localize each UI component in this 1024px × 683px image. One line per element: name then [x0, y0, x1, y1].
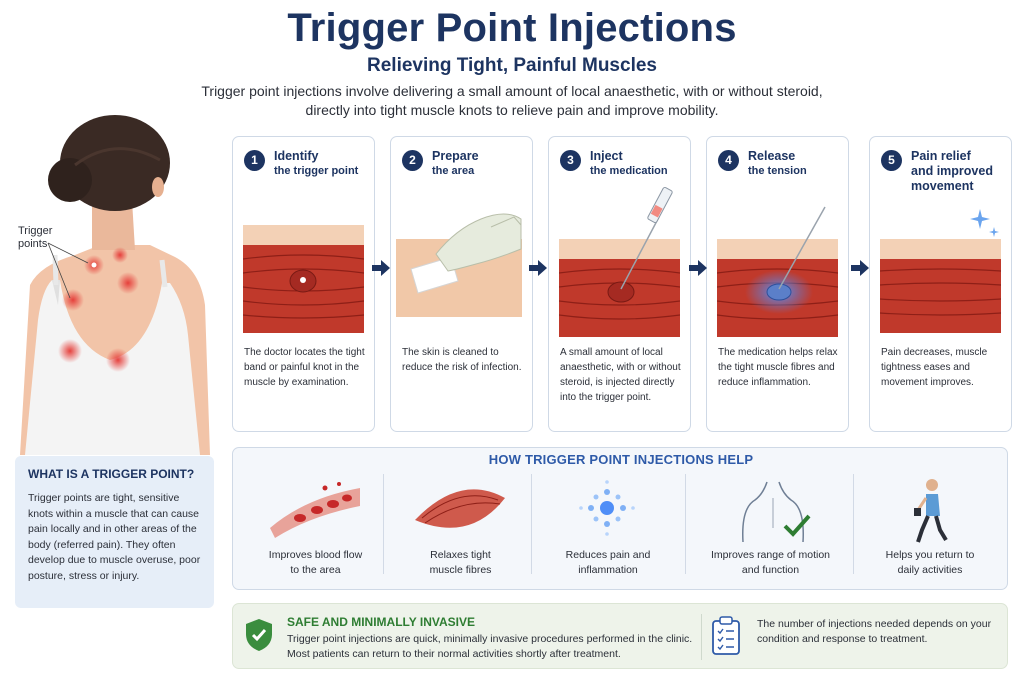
arrow-right-icon — [529, 260, 547, 276]
step-number: 4 — [718, 150, 739, 171]
step-title: Release — [748, 149, 796, 163]
trigger-points-label: Trigger points — [18, 225, 53, 250]
woman-back-figure — [20, 115, 210, 455]
info-text: Trigger points are tight, sensitive knot… — [28, 492, 201, 582]
step-card-1: 1 Identify the trigger point The doctor … — [232, 136, 375, 432]
benefit-range-of-motion: Improves range of motion and function — [688, 470, 853, 588]
safe-text: Trigger point injections are quick, mini… — [287, 633, 693, 660]
step-description: The medication helps relax the tight mus… — [718, 347, 838, 388]
arrow-right-icon — [689, 260, 707, 276]
walking-person-icon — [914, 479, 948, 543]
step-description: The skin is cleaned to reduce the risk o… — [402, 347, 522, 373]
muscle-knot-illustration — [243, 225, 364, 333]
step-title: Prepare — [432, 149, 479, 163]
divider — [383, 474, 384, 574]
step-number: 5 — [881, 150, 902, 171]
benefit-daily-activities: Helps you return to daily activities — [855, 470, 1005, 588]
relaxed-muscle-illustration — [880, 209, 1001, 333]
step-heading: Inject the medication — [590, 149, 686, 179]
blood-vessel-icon — [270, 482, 360, 538]
divider — [701, 614, 702, 660]
benefit-blood-flow: Improves blood flow to the area — [243, 470, 388, 588]
step-card-3: 3 Inject the medication A small amount o… — [548, 136, 691, 432]
step-description: A small amount of local anaesthetic, wit… — [560, 347, 681, 403]
torso-check-icon — [742, 481, 811, 542]
arrow-right-icon — [372, 260, 390, 276]
step-heading: Release the tension — [748, 149, 844, 179]
step-number: 2 — [402, 150, 423, 171]
safe-title: SAFE AND MINIMALLY INVASIVE — [287, 615, 476, 629]
muscle-fibre-icon — [415, 489, 505, 528]
step-title: Pain relief — [911, 149, 971, 163]
benefit-label: Improves range of motion and function — [710, 549, 831, 576]
what-is-trigger-point-box: WHAT IS A TRIGGER POINT? Trigger points … — [15, 456, 214, 608]
step-card-5: 5 Pain relief and improved movement Pain… — [869, 136, 1012, 432]
benefit-label: Helps you return to daily activities — [885, 549, 975, 576]
step-subtitle: the trigger point — [274, 165, 359, 177]
step-heading: Pain relief and improved movement — [911, 149, 1007, 194]
step-subtitle: and improved movement — [911, 164, 993, 193]
step-number: 3 — [560, 150, 581, 171]
benefit-label: Improves blood flow to the area — [268, 549, 363, 576]
step-title: Identify — [274, 149, 319, 163]
divider — [685, 474, 686, 574]
intro-text: Trigger point injections involve deliver… — [201, 83, 823, 118]
step-heading: Identify the trigger point — [274, 149, 370, 179]
benefit-label: Relaxes tight muscle fibres — [429, 549, 492, 576]
page-subtitle: Relieving Tight, Painful Muscles — [367, 55, 657, 76]
release-tension-illustration — [717, 206, 838, 337]
arrow-right-icon — [851, 260, 869, 276]
step-subtitle: the tension — [748, 165, 807, 177]
back-illustration: Trigger points — [0, 105, 220, 455]
step-title: Inject — [590, 149, 623, 163]
injection-count-note: The number of injections needed depends … — [757, 618, 992, 645]
step-card-2: 2 Prepare the area The skin is cleaned t… — [390, 136, 533, 432]
help-title: HOW TRIGGER POINT INJECTIONS HELP — [488, 452, 754, 467]
shield-check-icon — [246, 619, 272, 651]
step-heading: Prepare the area — [432, 149, 528, 179]
divider — [531, 474, 532, 574]
step-description: The doctor locates the tight band or pai… — [244, 347, 365, 388]
benefit-relax-muscle: Relaxes tight muscle fibres — [388, 470, 533, 588]
step-description: Pain decreases, muscle tightness eases a… — [881, 347, 988, 388]
pain-dots-icon — [579, 480, 635, 536]
injection-illustration — [559, 186, 680, 337]
skin-cleaning-illustration — [396, 213, 522, 317]
step-number: 1 — [244, 150, 265, 171]
step-subtitle: the medication — [590, 165, 668, 177]
info-title: WHAT IS A TRIGGER POINT? — [28, 467, 195, 481]
divider — [853, 474, 854, 574]
benefit-reduce-pain: Reduces pain and inflammation — [533, 470, 683, 588]
benefit-label: Reduces pain and inflammation — [565, 549, 651, 576]
step-subtitle: the area — [432, 165, 475, 177]
sparkle-icon — [970, 209, 990, 229]
step-card-4: 4 Release the tension The medication hel… — [706, 136, 849, 432]
clipboard-checklist-icon — [712, 616, 740, 655]
safe-panel: SAFE AND MINIMALLY INVASIVE Trigger poin… — [232, 603, 1008, 669]
page-title: Trigger Point Injections — [287, 6, 737, 50]
how-it-helps-panel: HOW TRIGGER POINT INJECTIONS HELP Improv… — [232, 447, 1008, 590]
